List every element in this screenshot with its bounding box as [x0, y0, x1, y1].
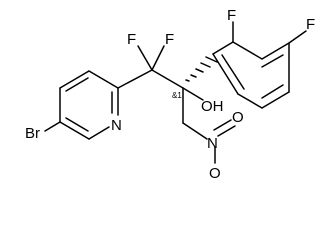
- chemical-structure-diagram: Br N F F F F OH N O O &1: [25, 7, 315, 182]
- cf2-fluorine-label-right: F: [165, 31, 174, 48]
- cf2-stereocenter-bond: [151, 69, 184, 89]
- difluorophenyl-ring: [212, 41, 290, 109]
- hydroxyl-label: OH: [201, 98, 224, 115]
- cf2-fluorine-bond-left: [137, 45, 153, 71]
- ring-fluorine-label-ortho: F: [227, 7, 236, 24]
- nitro-nitrogen-label: N: [207, 135, 218, 152]
- cf2-fluorine-label-left: F: [127, 31, 136, 48]
- nitro-oxygen-label-top: O: [232, 109, 244, 126]
- nitro-oxygen-label-bottom: O: [209, 165, 221, 182]
- bromine-label: Br: [25, 125, 40, 142]
- pyridine-nitrogen-label: N: [111, 117, 122, 134]
- nitro-double-bond-a: [213, 119, 232, 131]
- hashed-wedge-bond: [185, 56, 218, 82]
- hydroxyl-bond: [182, 87, 204, 101]
- ring-fluorine-label-para: F: [306, 16, 315, 33]
- stereo-descriptor: &1: [172, 91, 182, 100]
- ring-fluorine-bond-para: [288, 30, 307, 44]
- pyridyl-cf2-bond: [117, 69, 153, 89]
- ch2-nitro-bond: [182, 122, 208, 140]
- bromine-bond: [44, 121, 61, 132]
- pyridine-ring: [59, 70, 119, 140]
- cf2-fluorine-bond-right: [151, 45, 165, 71]
- nitro-double-bond-b: [217, 125, 236, 137]
